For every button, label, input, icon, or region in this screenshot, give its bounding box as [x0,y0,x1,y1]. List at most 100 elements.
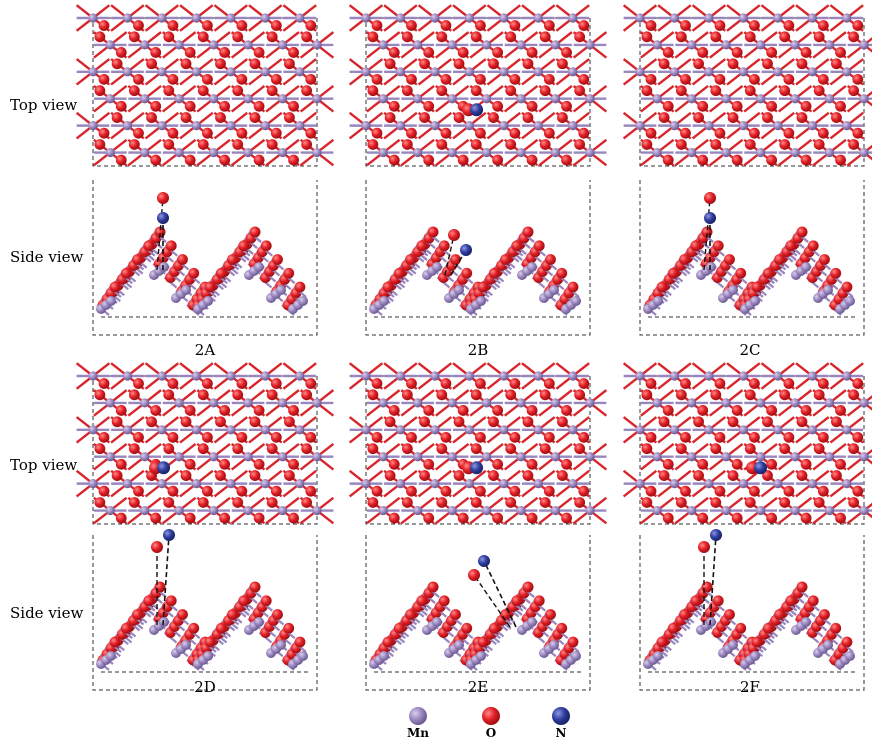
oxygen-atom [543,378,555,389]
oxygen-atom [813,139,825,150]
oxygen-atom [749,73,760,85]
manganese-atom [635,371,645,381]
manganese-atom [413,40,423,50]
oxygen-atom [98,73,110,85]
oxygen-atom [260,240,272,252]
oxygen-atom [731,154,743,166]
oxygen-atom [128,139,140,150]
manganese-atom [516,40,526,50]
panel-label-2e: 2E [468,678,489,696]
manganese-atom [653,651,663,661]
oxygen-atom [219,512,231,524]
oxygen-atom [128,31,140,43]
manganese-atom [209,147,219,158]
manganese-atom [209,40,219,50]
oxygen-atom [656,281,668,293]
oxygen-atom [511,240,523,252]
manganese-atom [687,398,697,408]
oxygen-atom [227,609,238,620]
manganese-atom [482,94,492,104]
adsorbed-oxygen-atom [704,192,716,204]
adsorbed-nitrogen-atom [157,461,171,475]
oxygen-atom [505,139,517,150]
oxygen-atom [735,267,747,279]
oxygen-atom [406,431,417,443]
oxygen-atom [697,512,709,524]
manganese-atom [157,425,167,435]
oxygen-atom [453,112,465,123]
adsorbate-no [703,192,716,271]
atom-layer [635,13,869,166]
oxygen-atom [645,127,657,139]
manganese-atom [550,94,561,104]
manganese-atom [704,13,714,23]
manganese-atom [312,398,322,408]
oxygen-atom [744,85,756,97]
panel-label-2f: 2F [740,678,760,696]
manganese-atom [585,505,595,516]
oxygen-atom [219,47,231,58]
manganese-atom [756,147,766,158]
oxygen-atom [819,609,830,620]
oxygen-atom [132,254,143,265]
oxygen-atom [219,405,231,416]
oxygen-atom [215,58,226,70]
oxygen-atom [260,595,272,607]
oxygen-atom [766,458,778,470]
oxygen-atom [440,378,452,389]
oxygen-atom [133,431,144,443]
adsorbed-nitrogen-atom [460,244,472,256]
manganese-atom [361,425,371,435]
oxygen-atom [492,512,504,524]
oxygen-atom [232,443,244,455]
manganese-atom [653,296,663,306]
oxygen-atom [766,47,778,58]
manganese-atom [430,425,440,435]
manganese-atom [568,67,578,77]
manganese-atom [635,67,645,77]
manganese-atom [652,94,662,104]
oxygen-atom [184,512,196,524]
manganese-atom [568,371,578,381]
row-label-side-view-2: Side view [10,604,83,622]
oxygen-atom [266,85,278,97]
oxygen-atom [440,20,452,31]
oxygen-atom [457,47,469,58]
oxygen-atom [94,139,106,150]
oxygen-atom [371,378,383,389]
oxygen-atom [539,85,551,97]
oxygen-atom [150,512,162,524]
oxygen-atom [667,267,679,279]
adsorbed-oxygen-atom [157,192,169,204]
oxygen-atom [219,154,231,166]
oxygen-atom [545,609,556,620]
atom-layer [88,371,322,524]
manganese-atom [801,262,811,272]
manganese-atom [88,479,98,489]
manganese-atom [807,13,817,23]
oxygen-atom [301,31,313,43]
oxygen-atom [470,443,482,455]
oxygen-atom [522,416,534,428]
oxygen-atom [232,389,244,401]
manganese-atom [738,425,748,435]
oxygen-atom [367,31,379,43]
oxygen-atom [423,154,435,166]
unit-cell-outline [365,535,591,691]
manganese-atom [533,13,543,23]
manganese-atom [687,505,697,516]
manganese-atom [756,505,766,516]
manganese-atom [226,121,236,131]
manganese-atom [585,398,595,408]
oxygen-atom [488,58,499,70]
oxygen-atom [543,73,555,85]
manganese-atom [395,425,406,435]
oxygen-atom [543,485,555,497]
manganese-atom [122,13,133,23]
manganese-atom [226,13,236,23]
oxygen-atom [202,485,213,497]
manganese-atom [105,452,115,462]
oxygen-atom [115,100,127,112]
oxygen-atom [388,100,400,112]
oxygen-atom [656,636,668,648]
